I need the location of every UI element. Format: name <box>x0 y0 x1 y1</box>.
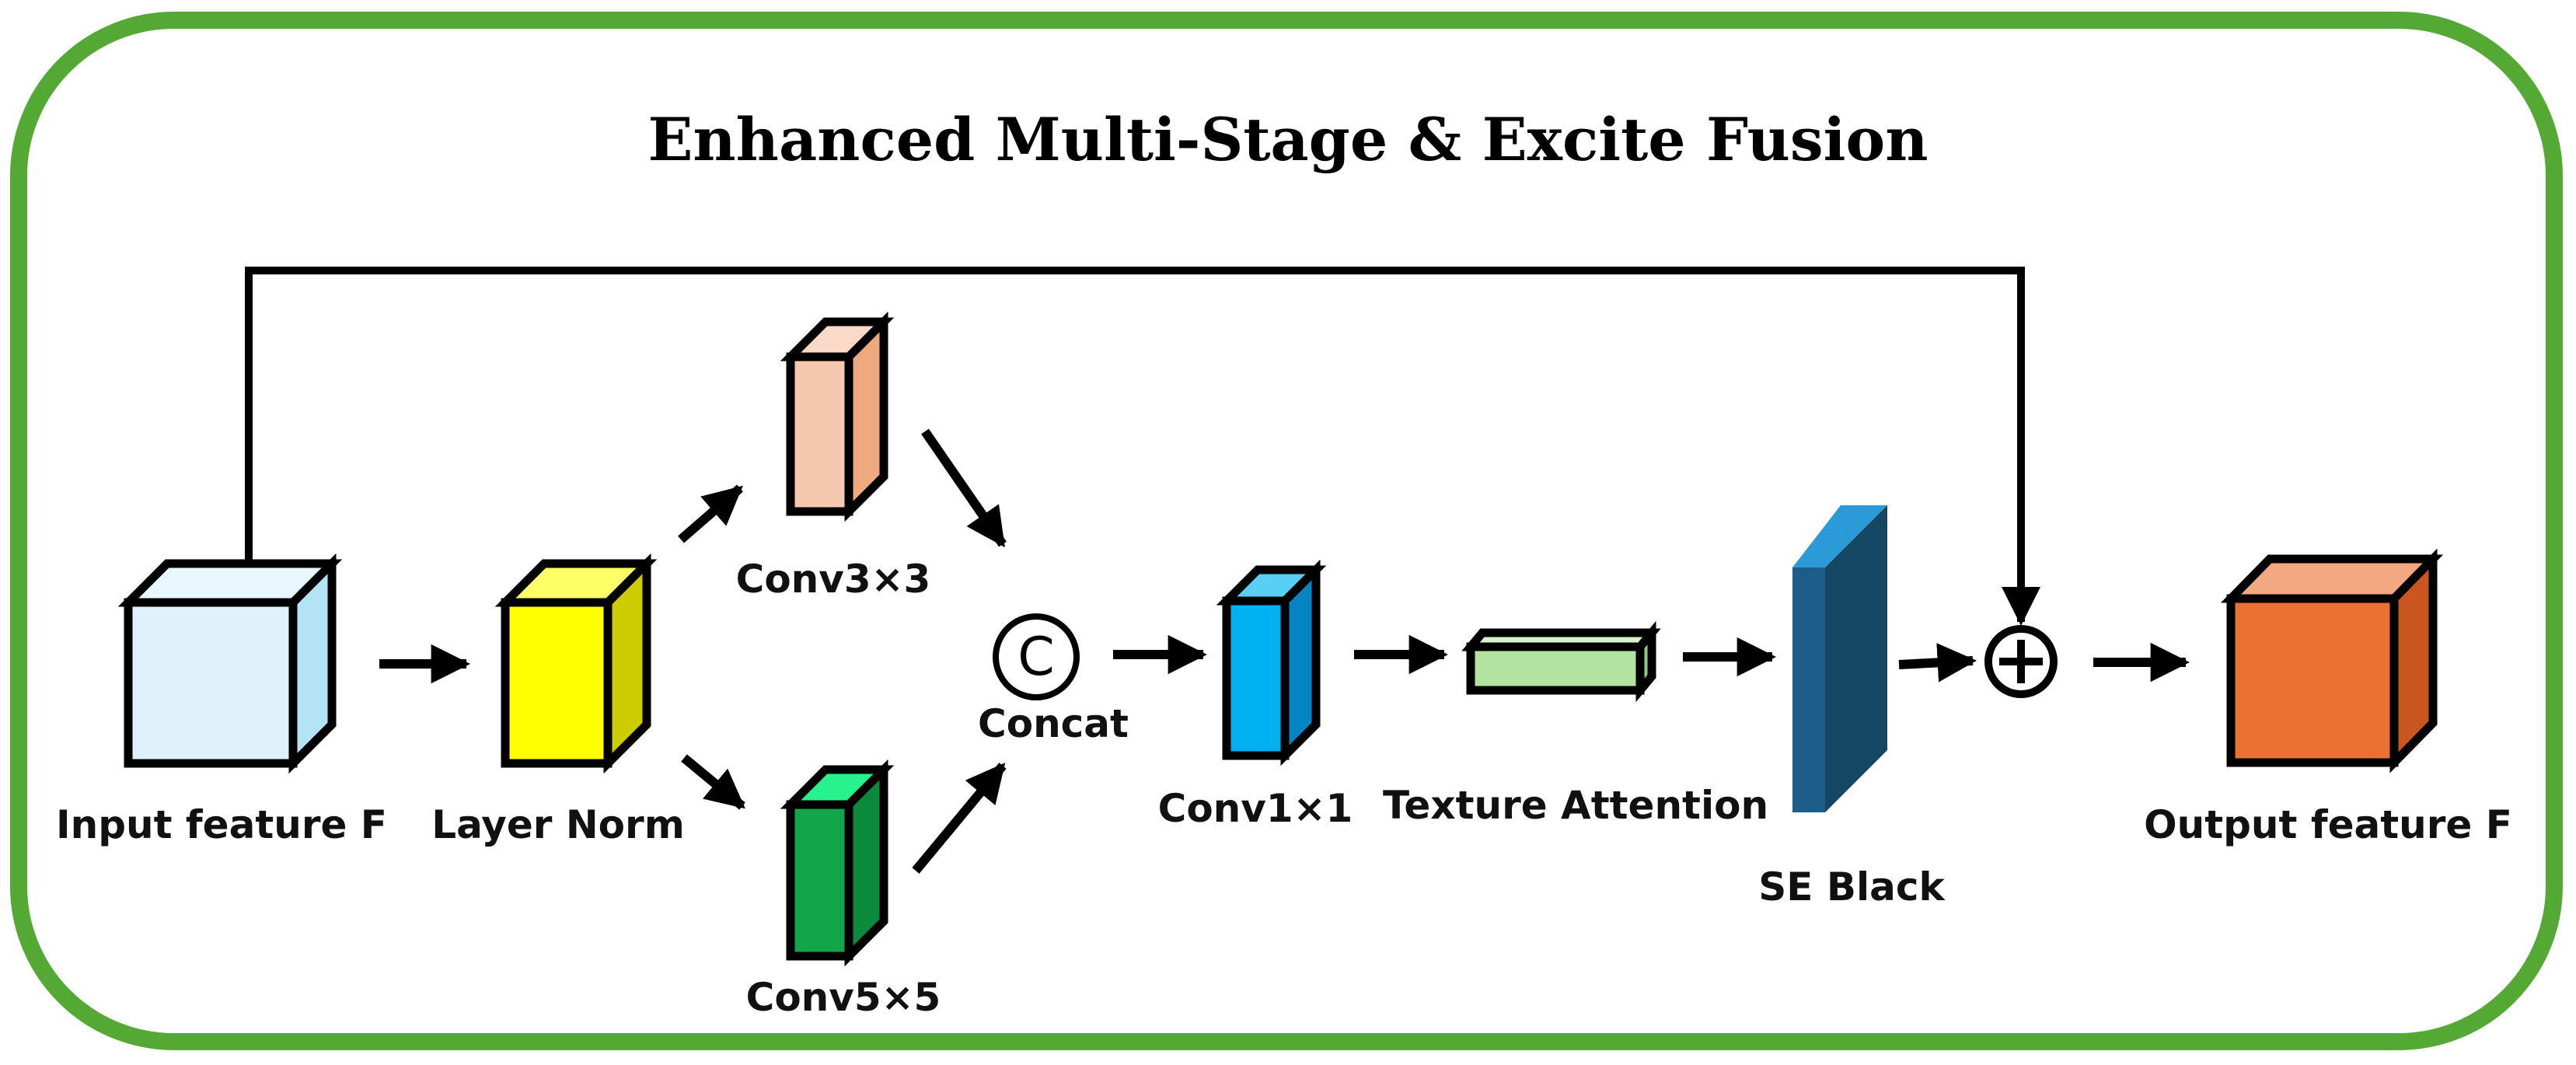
conv3-label: Conv3×3 <box>736 557 931 602</box>
skip-connection-arrow <box>245 267 2040 626</box>
conv1-label: Conv1×1 <box>1158 786 1353 831</box>
conv5-label: Conv5×5 <box>746 975 941 1020</box>
se-block-label: SE Black <box>1758 864 1946 910</box>
output-feature-cube-icon <box>2220 548 2444 773</box>
layer-norm-label: Layer Norm <box>431 802 685 847</box>
conv5-cuboid-icon <box>780 759 895 967</box>
arrow-conv3-to-concat <box>921 428 1007 548</box>
outer-frame <box>10 12 2563 1050</box>
input-feature-label: Input feature F <box>56 802 387 847</box>
concat-icon: C <box>993 613 1080 700</box>
arrow-norm-to-conv5 <box>681 754 745 810</box>
conv3-cuboid-icon <box>780 311 895 522</box>
element-wise-add-icon <box>1984 625 2058 698</box>
texture-attention-slab-icon <box>1461 620 1661 703</box>
arrow-norm-to-conv3 <box>678 484 743 543</box>
arrow-se-to-add <box>1898 643 1977 683</box>
se-block-plate-icon <box>1792 505 1887 812</box>
input-feature-cube-icon <box>117 553 343 774</box>
diagram-title: Enhanced Multi-Stage & Excite Fusion <box>648 105 1929 174</box>
concat-label: Concat <box>978 701 1129 746</box>
texture-attention-label: Texture Attention <box>1383 783 1768 828</box>
output-feature-label: Output feature F <box>2144 802 2512 847</box>
layer-norm-cuboid-icon <box>494 553 658 774</box>
concat-symbol: C <box>1017 627 1054 688</box>
arrow-conv5-to-concat <box>912 763 1007 874</box>
conv1-cuboid-icon <box>1216 559 1327 766</box>
